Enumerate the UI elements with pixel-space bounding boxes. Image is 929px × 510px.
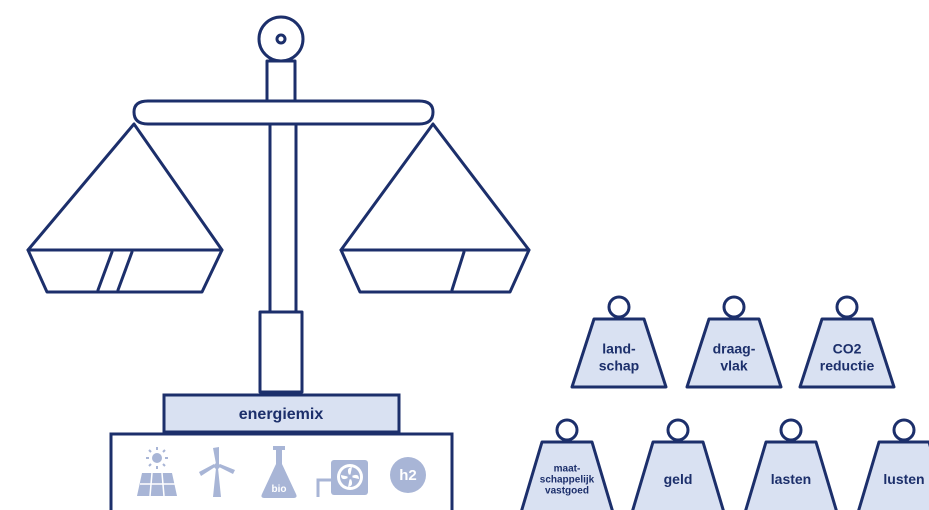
left-pan-strings: [26, 122, 224, 252]
weight-body: [570, 317, 668, 389]
right-pan-bowl: [339, 248, 531, 294]
weight-ring: [722, 295, 746, 319]
weight-label: maat-: [554, 464, 581, 475]
scale-upper-pillar: [265, 59, 297, 103]
left-pan-bowl: [26, 248, 224, 294]
left-pan-mark-2: [116, 250, 134, 292]
scale-top-ring-hole: [275, 33, 287, 45]
weight-ring: [607, 295, 631, 319]
weight-body: [744, 440, 838, 510]
weight-7: lusten: [857, 418, 929, 510]
scale-base: [109, 432, 454, 510]
energiemix-label: energiemix: [239, 406, 324, 423]
weight-label: vastgoed: [545, 486, 589, 497]
weight-label: lusten: [883, 471, 924, 487]
weight-ring: [555, 418, 579, 442]
weight-body: [631, 440, 725, 510]
scale-top-ring: [257, 15, 305, 63]
weight-label: CO2: [833, 340, 862, 356]
weight-ring: [779, 418, 803, 442]
weight-body: [798, 317, 896, 389]
wind-turbine-icon: [199, 447, 235, 497]
right-pan-mark: [450, 250, 466, 292]
weight-6: lasten: [744, 418, 838, 510]
weight-body: [685, 317, 783, 389]
scale-pillar: [268, 122, 298, 314]
weight-label: geld: [664, 471, 693, 487]
left-pan-mark-1: [96, 250, 114, 292]
heat-pump-icon: [316, 460, 368, 497]
scale-pillar-foot: [258, 310, 304, 394]
weight-label: lasten: [771, 471, 811, 487]
weight-label: draag-: [713, 340, 756, 356]
weight-1: land-schap: [570, 295, 668, 389]
h2-label: h2: [399, 467, 417, 484]
weight-5: geld: [631, 418, 725, 510]
weight-label: schappelijk: [540, 475, 595, 486]
weight-ring: [892, 418, 916, 442]
weight-ring: [835, 295, 859, 319]
weight-label: schap: [599, 357, 639, 373]
weight-body: [857, 440, 929, 510]
bio-label: bio: [272, 484, 287, 495]
solar-panel-icon: [137, 447, 177, 497]
bio-flask-icon: bio: [261, 446, 297, 498]
weight-ring: [666, 418, 690, 442]
hydrogen-icon: h2: [390, 457, 426, 493]
weight-label: vlak: [720, 357, 747, 373]
weight-body: [520, 440, 614, 510]
right-pan-strings: [339, 122, 531, 252]
scale-beam: [132, 99, 435, 126]
weight-2: draag-vlak: [685, 295, 783, 389]
weight-label: reductie: [820, 357, 875, 373]
weight-label: land-: [602, 340, 636, 356]
energiemix-platform: [162, 393, 401, 434]
